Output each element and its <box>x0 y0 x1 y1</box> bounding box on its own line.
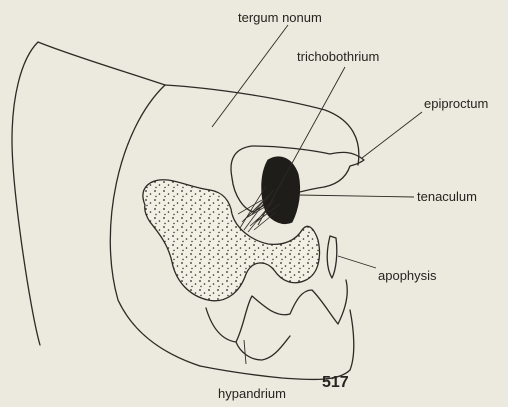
segment-outer-outline <box>12 42 165 345</box>
label-hypandrium: hypandrium <box>218 386 286 401</box>
label-epiproctum: epiproctum <box>424 96 488 111</box>
leader-tergum-nonum <box>212 25 288 127</box>
leader-apophysis <box>338 256 376 268</box>
tergum-nonum-plate <box>165 85 359 165</box>
figure-number: 517 <box>322 374 349 391</box>
label-tenaculum: tenaculum <box>417 189 477 204</box>
hypandrium-inner <box>236 336 290 360</box>
leader-epiproctum <box>362 112 422 158</box>
ventral-outline <box>200 310 354 380</box>
apophysis-shape <box>327 236 337 278</box>
label-tergum-nonum: tergum nonum <box>238 10 322 25</box>
label-trichobothrium: trichobothrium <box>297 49 379 64</box>
leader-tenaculum <box>298 195 414 197</box>
label-apophysis: apophysis <box>378 268 437 283</box>
leader-hypandrium <box>244 340 246 364</box>
